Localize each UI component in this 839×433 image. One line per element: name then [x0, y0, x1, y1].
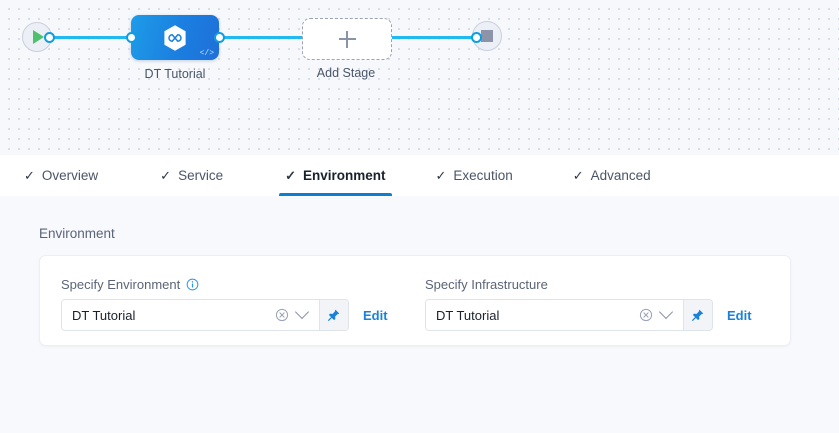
- stage-input-connector[interactable]: [126, 32, 137, 43]
- stage-node-label: DT Tutorial: [144, 67, 206, 81]
- play-icon: [33, 30, 44, 44]
- tab-advanced-label: Advanced: [590, 168, 651, 183]
- stop-icon: [481, 30, 493, 42]
- field-specify-infrastructure: Specify Infrastructure DT Tutorial: [425, 276, 752, 331]
- tab-service[interactable]: ✓ Service: [146, 155, 237, 196]
- infrastructure-select-value: DT Tutorial: [436, 307, 500, 323]
- edge-start-to-stage: [48, 36, 140, 39]
- environment-pin-button[interactable]: [319, 300, 348, 330]
- tab-service-label: Service: [178, 168, 224, 183]
- environment-form-area: Environment Specify Environment DT Tutor…: [0, 196, 839, 433]
- environment-select-value: DT Tutorial: [72, 307, 136, 323]
- pin-icon: [692, 309, 704, 321]
- tab-execution[interactable]: ✓ Execution: [422, 155, 527, 196]
- harness-hexagon-icon: [164, 24, 186, 51]
- check-icon: ✓: [285, 168, 296, 183]
- edge-stage-to-addstage: [220, 36, 308, 39]
- check-icon: ✓: [160, 168, 172, 183]
- chevron-down-icon[interactable]: [294, 304, 310, 320]
- specify-environment-controls: DT Tutorial: [61, 299, 388, 331]
- check-icon: ✓: [24, 168, 35, 183]
- specify-infrastructure-label-row: Specify Infrastructure: [425, 276, 752, 292]
- stage-output-connector[interactable]: [214, 32, 225, 43]
- tab-advanced[interactable]: ✓ Advanced: [559, 155, 665, 196]
- pin-icon: [328, 309, 340, 321]
- end-node-connector[interactable]: [471, 32, 482, 43]
- clear-circle-icon[interactable]: [275, 308, 289, 322]
- clear-circle-icon[interactable]: [639, 308, 653, 322]
- environment-select-shell[interactable]: DT Tutorial: [61, 299, 349, 331]
- stage-config-tabs: ✓ Overview ✓ Service ✓ Environment ✓ Exe…: [0, 155, 839, 197]
- section-title: Environment: [39, 226, 115, 241]
- infrastructure-select[interactable]: DT Tutorial: [426, 300, 683, 330]
- add-stage-label: Add Stage: [316, 66, 376, 80]
- pipeline-canvas[interactable]: </> DT Tutorial Add Stage: [0, 0, 839, 155]
- specify-environment-label: Specify Environment: [61, 276, 181, 292]
- environment-card: Specify Environment DT Tutorial: [39, 255, 791, 346]
- plus-icon: [338, 30, 356, 48]
- check-icon: ✓: [572, 168, 584, 183]
- field-specify-environment: Specify Environment DT Tutorial: [61, 276, 388, 331]
- edge-addstage-to-end: [385, 36, 477, 39]
- info-icon[interactable]: [186, 278, 199, 291]
- tab-overview-label: Overview: [41, 168, 99, 183]
- code-badge: </>: [199, 49, 214, 58]
- add-stage-button[interactable]: [302, 18, 392, 60]
- chevron-down-icon[interactable]: [658, 304, 674, 320]
- tab-environment[interactable]: ✓ Environment: [271, 155, 399, 196]
- specify-environment-label-row: Specify Environment: [61, 276, 388, 292]
- tab-environment-label: Environment: [303, 168, 386, 183]
- start-node-connector[interactable]: [44, 32, 55, 43]
- infrastructure-edit-link[interactable]: Edit: [727, 307, 752, 323]
- environment-edit-link[interactable]: Edit: [363, 307, 388, 323]
- infrastructure-pin-button[interactable]: [683, 300, 712, 330]
- specify-infrastructure-label: Specify Infrastructure: [425, 276, 548, 292]
- tab-overview[interactable]: ✓ Overview: [10, 155, 112, 196]
- specify-infrastructure-controls: DT Tutorial: [425, 299, 752, 331]
- start-node[interactable]: [22, 22, 52, 52]
- check-icon: ✓: [435, 168, 447, 183]
- tab-execution-label: Execution: [453, 168, 513, 183]
- stage-node-dt-tutorial[interactable]: </>: [131, 15, 219, 60]
- infrastructure-select-shell[interactable]: DT Tutorial: [425, 299, 713, 331]
- environment-select[interactable]: DT Tutorial: [62, 300, 319, 330]
